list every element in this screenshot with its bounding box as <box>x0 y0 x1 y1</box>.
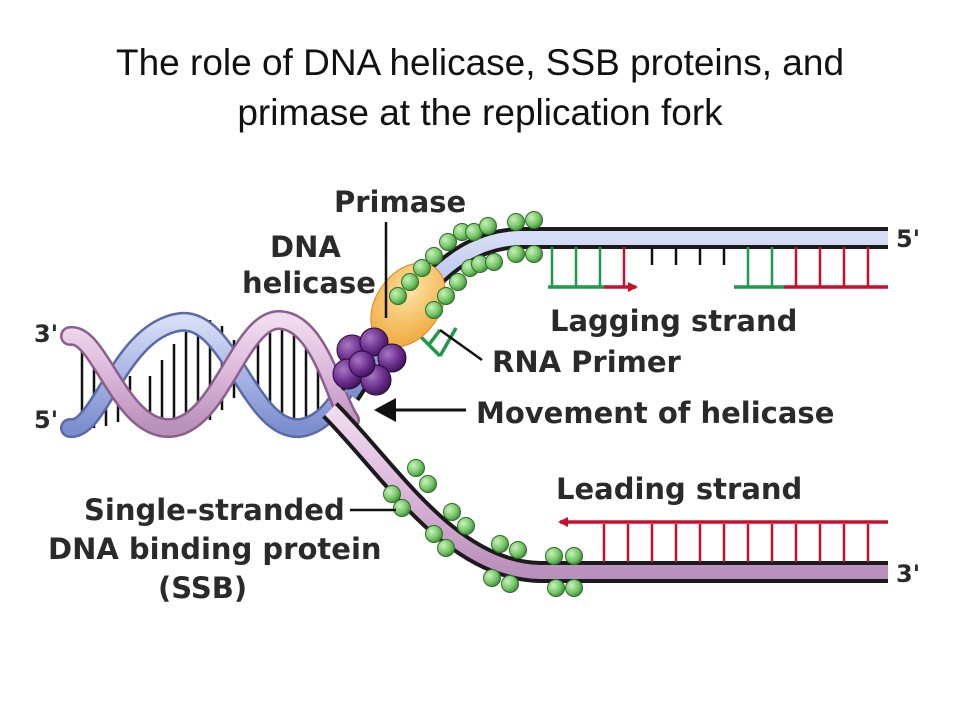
label-lagging-strand: Lagging strand <box>550 304 797 338</box>
label-rna-primer: RNA Primer <box>492 345 682 379</box>
label-primase: Primase <box>334 185 466 219</box>
slide-title: The role of DNA helicase, SSB proteins, … <box>0 38 960 138</box>
lagging-strand-bases <box>550 247 870 287</box>
label-ssb-line-1: Single-stranded <box>84 493 345 527</box>
leading-strand-bases <box>602 524 870 562</box>
end-label-right-top: 5' <box>896 225 920 253</box>
label-ssb-line-3: (SSB) <box>158 571 247 605</box>
ssb-proteins <box>383 211 583 597</box>
helicase-enzyme <box>332 327 407 396</box>
double-helix <box>60 310 370 438</box>
label-leading-strand: Leading strand <box>556 472 802 506</box>
movement-arrow <box>374 398 466 422</box>
leading-template-strand <box>322 402 888 583</box>
label-pointers <box>350 222 483 512</box>
title-line-1: The role of DNA helicase, SSB proteins, … <box>115 42 845 83</box>
label-movement-of-helicase: Movement of helicase <box>476 396 834 430</box>
end-label-left-top: 3' <box>34 320 58 348</box>
title-line-2: primase at the replication fork <box>237 92 723 133</box>
label-ssb-line-2: DNA binding protein <box>48 532 382 566</box>
label-helicase-line-2: helicase <box>242 266 376 300</box>
end-label-left-bottom: 5' <box>34 406 58 434</box>
label-helicase-line-1: DNA <box>270 230 341 264</box>
end-label-right-bottom: 3' <box>896 560 920 588</box>
